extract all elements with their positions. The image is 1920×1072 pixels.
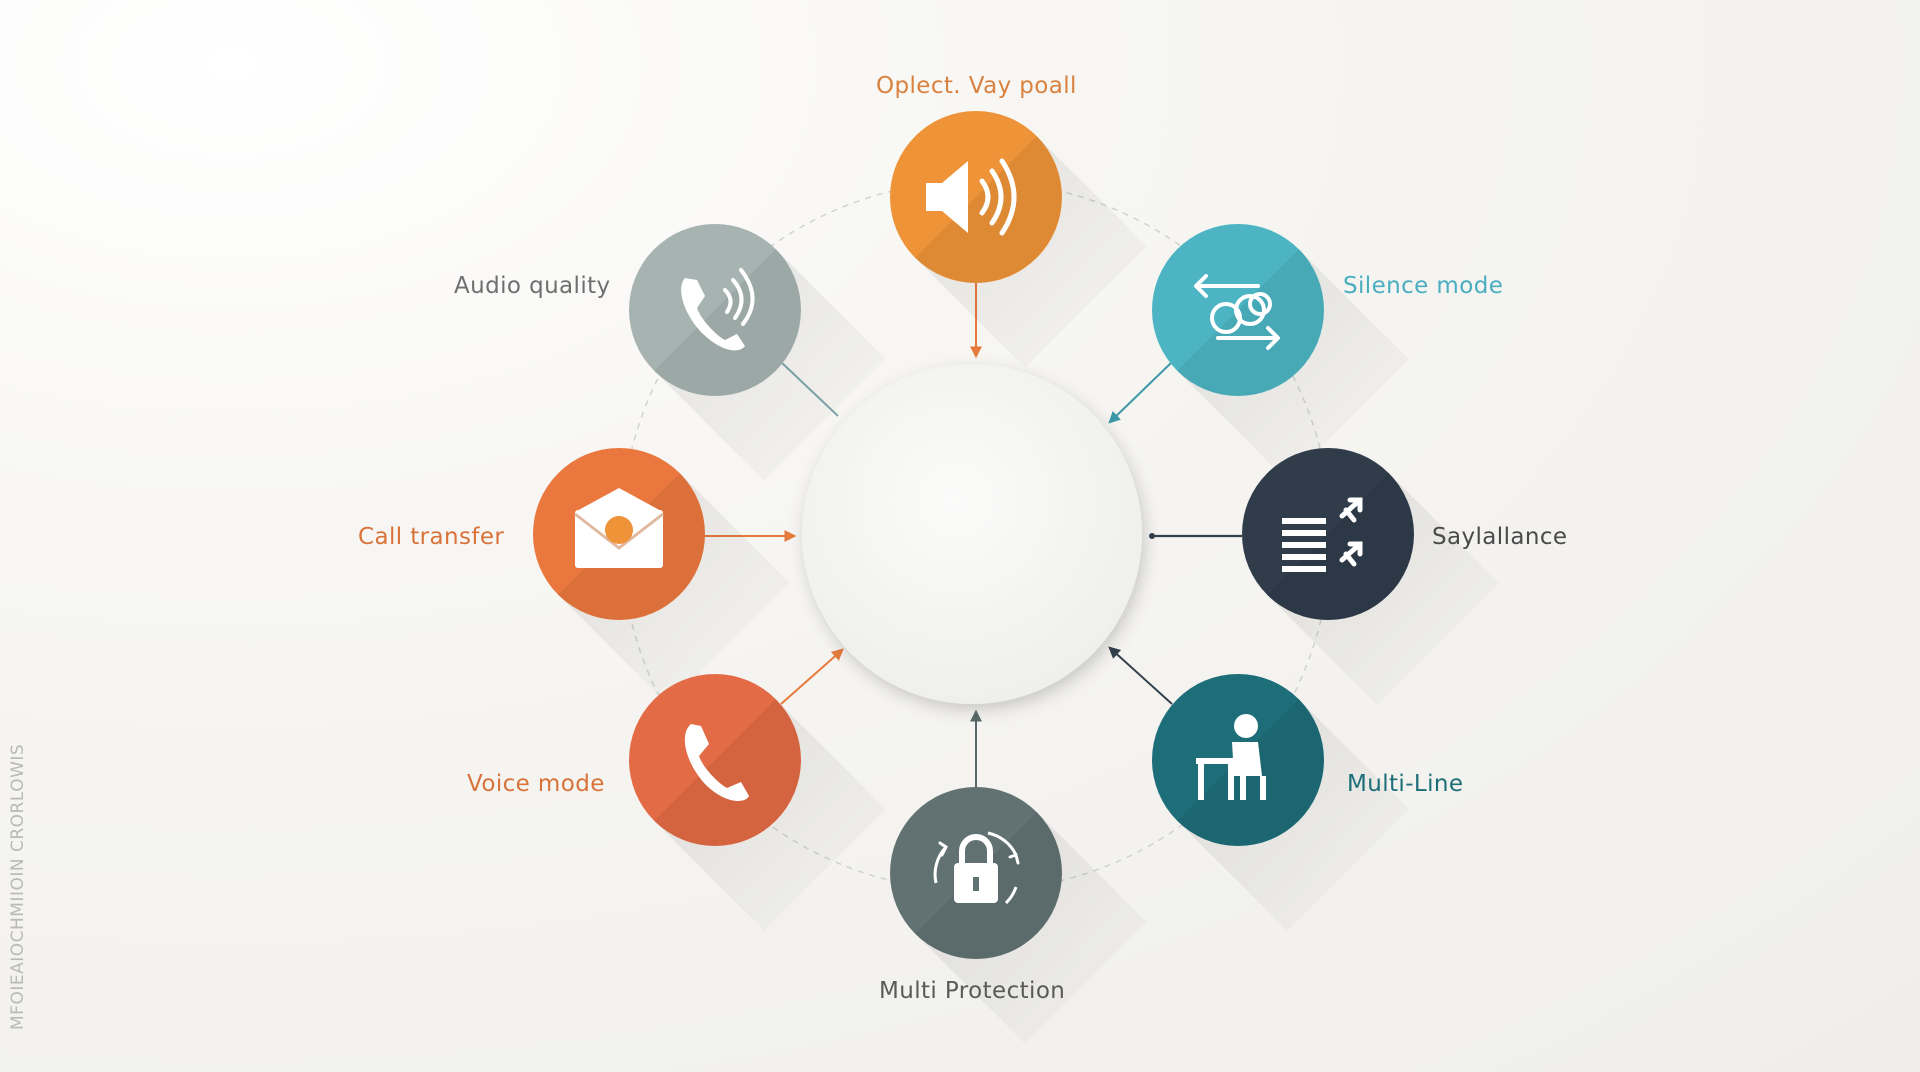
node-saylallance bbox=[1242, 448, 1499, 705]
node-label-voice-mode: Voice mode bbox=[467, 771, 605, 797]
node-call-transfer bbox=[533, 448, 790, 705]
node-inner-shade bbox=[654, 249, 801, 396]
handset-icon bbox=[684, 724, 749, 801]
node-label-multi-protection: Multi Protection bbox=[879, 978, 1066, 1004]
node-label-multi-line: Multi-Line bbox=[1347, 771, 1464, 797]
connector-saylallance-dot bbox=[1149, 533, 1155, 539]
node-voice-mode bbox=[629, 674, 886, 931]
nodes-layer bbox=[533, 111, 1499, 1044]
swap-arrows-icon bbox=[1194, 274, 1280, 350]
side-watermark-text: MFOIEAIOCHMIIOIN CRORLOWIS bbox=[8, 743, 28, 1030]
node-label-silence-mode: Silence mode bbox=[1343, 273, 1504, 299]
node-top bbox=[890, 111, 1147, 368]
node-silence-mode bbox=[1152, 224, 1409, 481]
node-label-top: Oplect. Vay poall bbox=[876, 73, 1077, 99]
node-audio-quality bbox=[629, 224, 886, 481]
node-label-audio-quality: Audio quality bbox=[454, 273, 611, 299]
node-multi-line bbox=[1152, 674, 1409, 931]
speaker-icon bbox=[926, 158, 1017, 236]
node-inner-shade bbox=[1267, 473, 1414, 620]
node-multi-protection bbox=[890, 787, 1147, 1044]
node-inner-shade bbox=[654, 699, 801, 846]
node-inner-shade bbox=[915, 136, 1062, 283]
phone-sound-icon bbox=[681, 268, 755, 351]
node-label-call-transfer: Call transfer bbox=[358, 524, 505, 550]
list-arrows-icon bbox=[1282, 497, 1363, 572]
connector-silence-mode bbox=[1108, 361, 1173, 424]
connector-voice-mode bbox=[780, 648, 844, 705]
connector-multi-line bbox=[1108, 646, 1173, 705]
lock-sync-icon bbox=[933, 831, 1020, 905]
envelope-icon bbox=[574, 488, 664, 568]
node-label-saylallance: Saylallance bbox=[1432, 524, 1568, 550]
central-hub bbox=[802, 364, 1142, 704]
person-desk-icon bbox=[1196, 714, 1266, 800]
